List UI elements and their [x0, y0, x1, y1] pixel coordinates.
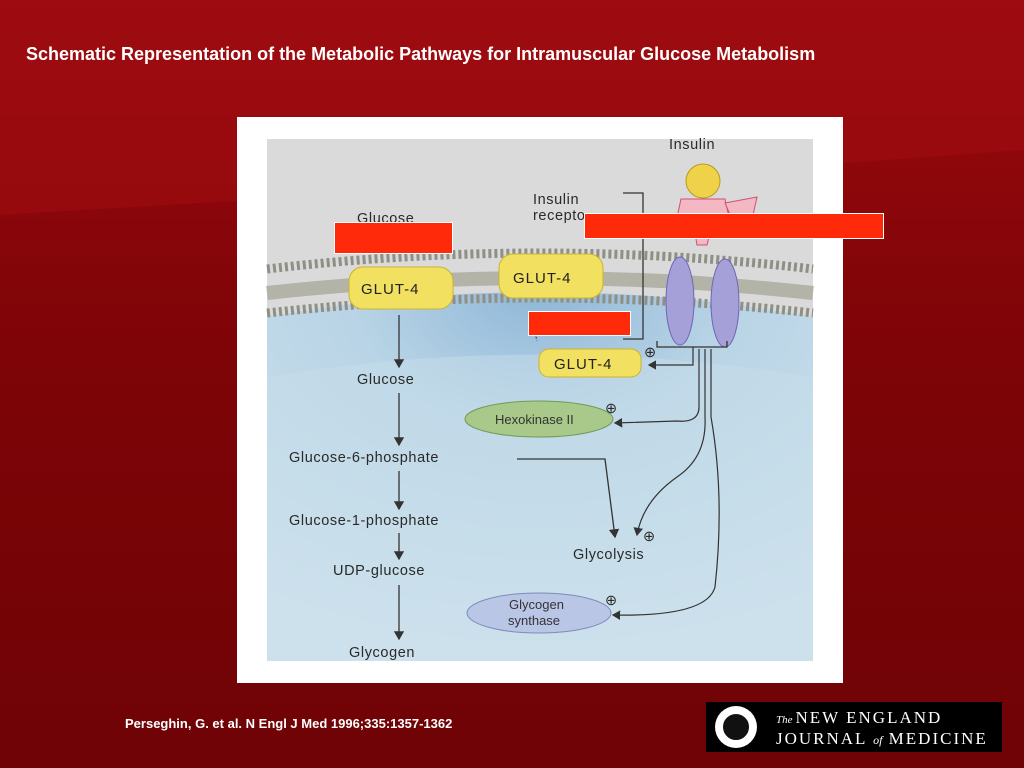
redaction-box-vesicle — [528, 311, 631, 336]
hexokinase-label: Hexokinase II — [495, 412, 574, 427]
nejm-seal-icon — [715, 706, 757, 748]
glut4-vesicle-label: GLUT-4 — [554, 356, 613, 373]
pathway-step-udp-glucose: UDP-glucose — [333, 563, 425, 579]
insulin-molecule — [685, 163, 721, 199]
signal-arrow-glut4 — [647, 347, 694, 370]
pathway-step-glucose-6-phosphate: Glucose-6-phosphate — [289, 450, 439, 466]
glut4-vesicle — [538, 348, 642, 378]
glycogen-synthase-label-line2: synthase — [508, 613, 560, 628]
glycogen-synthase-enzyme — [466, 592, 612, 634]
logo-new-england: NEW ENGLAND — [795, 708, 943, 727]
logo-the: The — [776, 714, 793, 726]
glut4-transporter-right — [498, 253, 604, 299]
metabolic-pathway-diagram: Insulin Insulin recepto Glucose GLUT-4 G… — [266, 137, 814, 661]
glut4-right-label: GLUT-4 — [513, 270, 572, 287]
hexokinase-stimulation-symbol: ⊕ — [605, 401, 618, 417]
redaction-box-glucose — [334, 222, 453, 254]
glut4-left-label: GLUT-4 — [361, 281, 420, 298]
glut4-stimulation-symbol: ⊕ — [644, 345, 657, 361]
glycolysis-stimulation-symbol: ⊕ — [643, 529, 656, 545]
glycogen-synthase-stimulation-symbol: ⊕ — [605, 593, 618, 609]
citation: Perseghin, G. et al. N Engl J Med 1996;3… — [125, 716, 453, 731]
signal-arrow-glycogen-synthase — [611, 349, 720, 620]
diagram-figure: Insulin Insulin recepto Glucose GLUT-4 G… — [237, 117, 843, 683]
signal-arrow-hexokinase — [613, 349, 700, 428]
glycogen-synthase-label-line1: Glycogen — [509, 597, 564, 612]
insulin-receptor-label-line1: Insulin — [533, 192, 579, 208]
redaction-box-receptor — [584, 213, 884, 239]
receptor-beta-subunit-left — [665, 256, 695, 346]
logo-of: of — [873, 733, 883, 747]
receptor-beta-subunit-right — [710, 258, 740, 348]
insulin-receptor-label-line2: recepto — [533, 208, 586, 224]
insulin-label: Insulin — [669, 137, 715, 153]
logo-medicine: MEDICINE — [888, 729, 988, 748]
slide-title: Schematic Representation of the Metaboli… — [26, 44, 816, 64]
hexokinase-ii-enzyme — [464, 400, 614, 438]
logo-journal: JOURNAL — [776, 729, 867, 748]
pathway-step-glucose: Glucose — [357, 372, 414, 388]
pathway-step-glycogen: Glycogen — [349, 645, 415, 661]
pathway-step-glucose-1-phosphate: Glucose-1-phosphate — [289, 513, 439, 529]
glycolysis-label: Glycolysis — [573, 547, 644, 563]
glut4-transporter-left — [348, 266, 454, 310]
signal-arrow-glycolysis — [633, 349, 706, 537]
receptor-bracket — [623, 192, 644, 340]
